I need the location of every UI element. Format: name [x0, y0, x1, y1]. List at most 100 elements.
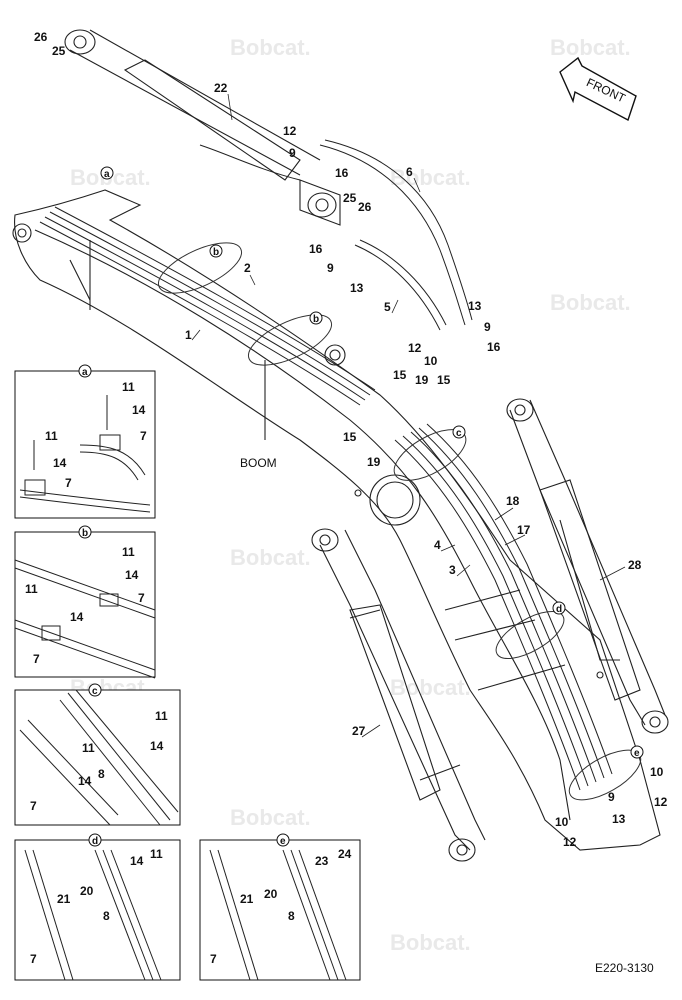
watermark-text: Bobcat. [230, 545, 311, 570]
inset-d: d 14 11 21 20 8 7 [14, 833, 181, 981]
inset-d-callout-11: 11 [150, 847, 163, 861]
tube-lines [39, 206, 376, 406]
inset-c: c 11 14 11 14 8 7 [14, 683, 181, 826]
inset-a-callout-14: 14 [53, 456, 67, 470]
inset-c-callout-8: 8 [98, 767, 105, 781]
boom-cylinder [311, 528, 486, 862]
inset-e-callout-23: 23 [315, 854, 329, 868]
callout-16: 16 [309, 242, 323, 256]
inset-e-callout-8: 8 [288, 909, 295, 923]
watermark-text: Bobcat. [390, 675, 471, 700]
inset-e-callout-21: 21 [240, 892, 254, 906]
watermark-text: Bobcat. [230, 35, 311, 60]
callout-27: 27 [352, 724, 366, 738]
inset-b-callout-14: 14 [70, 610, 84, 624]
callout-12: 12 [283, 124, 297, 138]
front-arrow-icon: FRONT [559, 56, 637, 122]
inset-b-callout-11: 11 [25, 582, 38, 596]
inset-d-callout-21: 21 [57, 892, 71, 906]
callout-labels: 26 25 22 12 9 16 6 25 26 16 9 2 13 5 1 1… [34, 30, 668, 849]
callout-9: 9 [608, 790, 615, 804]
inset-a-callout-7: 7 [140, 429, 147, 443]
hoses [199, 139, 473, 331]
callout-22: 22 [214, 81, 228, 95]
inset-d-callout-8: 8 [103, 909, 110, 923]
bucket-cylinder [506, 398, 669, 734]
callout-19: 19 [415, 373, 429, 387]
watermark-text: Bobcat. [390, 930, 471, 955]
inset-b: b 11 14 7 11 14 7 [14, 525, 156, 679]
callout-6: 6 [406, 165, 413, 179]
inset-d-callout-20: 20 [80, 884, 94, 898]
callout-2: 2 [244, 261, 251, 275]
callout-tag-b: b [313, 314, 319, 325]
inset-e-callout-20: 20 [264, 887, 278, 901]
inset-b-callout-7: 7 [33, 652, 40, 666]
callout-16: 16 [335, 166, 349, 180]
callout-9: 9 [289, 146, 296, 160]
inset-d-callout-14: 14 [130, 854, 144, 868]
callout-16: 16 [487, 340, 501, 354]
inset-tag-d: d [92, 836, 98, 847]
inset-tag-c: c [92, 686, 98, 697]
callout-19: 19 [367, 455, 381, 469]
tube-lines-lower [394, 423, 613, 791]
inset-e: e 23 24 21 20 8 7 [199, 833, 361, 981]
callout-tag-a: a [104, 169, 110, 180]
callout-13: 13 [350, 281, 364, 295]
callout-12: 12 [563, 835, 577, 849]
callout-12: 12 [408, 341, 422, 355]
boom-label: BOOM [240, 456, 277, 470]
callout-12: 12 [654, 795, 668, 809]
inset-e-callout-7: 7 [210, 952, 217, 966]
callout-tags: a b b c d e [100, 166, 644, 759]
callout-10: 10 [424, 354, 438, 368]
callout-1: 1 [185, 328, 192, 342]
callout-5: 5 [384, 300, 391, 314]
callout-tag-b: b [213, 247, 219, 258]
inset-b-callout-7: 7 [138, 591, 145, 605]
callout-26: 26 [358, 200, 372, 214]
callout-13: 13 [612, 812, 626, 826]
callout-25: 25 [52, 44, 66, 58]
callout-4: 4 [434, 538, 441, 552]
inset-e-callout-24: 24 [338, 847, 352, 861]
leader-lines [191, 93, 626, 738]
inset-b-callout-14: 14 [125, 568, 139, 582]
drawing-code: E220-3130 [595, 961, 654, 975]
callout-tag-d: d [556, 604, 562, 615]
callout-10: 10 [650, 765, 664, 779]
watermark-text: Bobcat. [390, 165, 471, 190]
callout-3: 3 [449, 563, 456, 577]
callout-15: 15 [393, 368, 407, 382]
callout-25: 25 [343, 191, 357, 205]
callout-10: 10 [555, 815, 569, 829]
inset-a-callout-14: 14 [132, 403, 146, 417]
callout-26: 26 [34, 30, 48, 44]
callout-18: 18 [506, 494, 520, 508]
inset-tag-b: b [82, 528, 88, 539]
inset-tag-e: e [280, 836, 286, 847]
inset-b-callout-11: 11 [122, 545, 135, 559]
callout-tag-e: e [634, 748, 640, 759]
callout-9: 9 [484, 320, 491, 334]
inset-c-callout-11: 11 [82, 741, 95, 755]
arm-cylinder [64, 29, 341, 226]
watermark-text: Bobcat. [230, 805, 311, 830]
callout-17: 17 [517, 523, 531, 537]
inset-c-callout-11: 11 [155, 709, 168, 723]
inset-c-callout-14: 14 [78, 774, 92, 788]
callout-13: 13 [468, 299, 482, 313]
inset-c-callout-7: 7 [30, 799, 37, 813]
inset-d-callout-7: 7 [30, 952, 37, 966]
callout-15: 15 [437, 373, 451, 387]
watermark-text: Bobcat. [550, 290, 631, 315]
callout-28: 28 [628, 558, 642, 572]
inset-a-callout-11: 11 [122, 380, 135, 394]
inset-a: a 11 14 7 11 14 7 [14, 364, 156, 519]
callout-tag-c: c [456, 428, 462, 439]
watermark-text: Bobcat. [550, 35, 631, 60]
callout-15: 15 [343, 430, 357, 444]
inset-tag-a: a [82, 367, 88, 378]
